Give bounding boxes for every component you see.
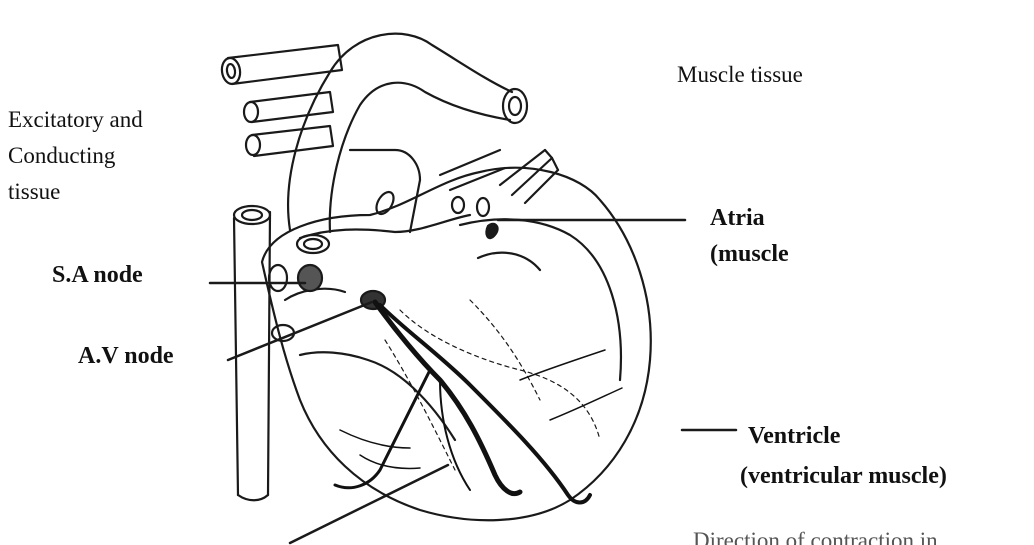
label-bottom-right-partial: Direction of contraction in: [693, 528, 938, 545]
label-ventricle-line-1: Ventricle: [748, 423, 840, 451]
aortic-arch: [288, 34, 527, 232]
label-excitatory-line-2: Conducting: [8, 143, 115, 169]
label-sa-node: S.A node: [52, 262, 143, 290]
label-excitatory-line-1: Excitatory and: [8, 107, 143, 133]
septum-lines: [385, 300, 600, 470]
label-ventricle-line-2: (ventricular muscle): [740, 463, 947, 491]
label-atria-line-2: (muscle: [710, 241, 789, 269]
label-av-node: A.V node: [78, 343, 174, 371]
label-muscle-tissue: Muscle tissue: [677, 62, 803, 88]
conduction-bundles: [335, 302, 622, 503]
vena-cava: [234, 206, 270, 500]
pulmonary-veins: [440, 150, 558, 203]
label-atria-line-1: Atria: [710, 205, 765, 233]
label-excitatory-line-3: tissue: [8, 179, 60, 205]
pointer-lines: [210, 220, 736, 543]
upper-vessels: [220, 45, 342, 156]
